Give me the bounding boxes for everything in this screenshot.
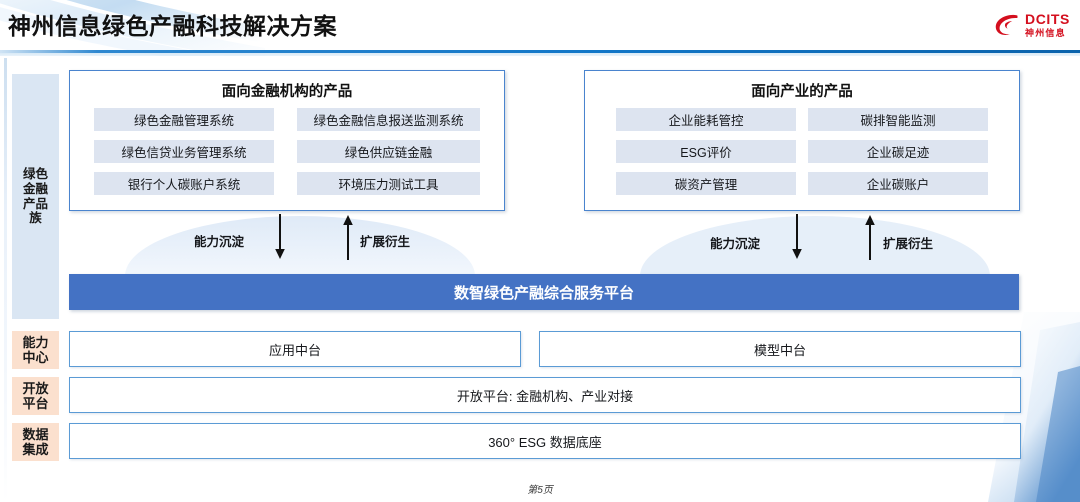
flow-arrow-up-right: [862, 214, 878, 265]
flow-arrow-up-left: [340, 214, 356, 265]
left-edge-accent: [4, 58, 7, 502]
flow-arc-left: [125, 214, 475, 276]
product-chip[interactable]: 碳资产管理: [616, 172, 796, 195]
product-chip[interactable]: ESG评价: [616, 140, 796, 163]
flow-arrow-down-left: [272, 214, 288, 265]
sidebar-item-label: 数据集成: [22, 426, 49, 457]
flow-label-up-left: 扩展衍生: [360, 235, 411, 249]
product-chip[interactable]: 企业碳账户: [808, 172, 988, 195]
product-group-industry: 面向产业的产品 企业能耗管控 碳排智能监测 ESG评价 企业碳足迹 碳资产管理 …: [584, 70, 1020, 211]
page-title: 神州信息绿色产融科技解决方案: [8, 13, 337, 39]
product-group-financial-institutions: 面向金融机构的产品 绿色金融管理系统 绿色金融信息报送监测系统 绿色信贷业务管理…: [69, 70, 505, 211]
product-chip[interactable]: 绿色金融信息报送监测系统: [297, 108, 480, 131]
product-group-title: 面向产业的产品: [751, 84, 853, 100]
product-chip[interactable]: 碳排智能监测: [808, 108, 988, 131]
product-chip[interactable]: 企业能耗管控: [616, 108, 796, 131]
sidebar-item-data-integration[interactable]: 数据集成: [12, 423, 59, 461]
platform-bar[interactable]: 数智绿色产融综合服务平台: [69, 274, 1019, 310]
flow-label-down-left: 能力沉淀: [194, 235, 245, 249]
sidebar-item-label: 开放平台: [22, 380, 49, 411]
capability-box-application-middle-platform[interactable]: 应用中台: [69, 331, 521, 367]
product-chip[interactable]: 环境压力测试工具: [297, 172, 480, 195]
flow-label-up-right: 扩展衍生: [883, 237, 934, 251]
data-foundation-box[interactable]: 360° ESG 数据底座: [69, 423, 1021, 459]
header-divider: [0, 50, 1080, 53]
dcits-swirl-logo-icon: [995, 14, 1018, 35]
open-platform-box[interactable]: 开放平台: 金融机构、产业对接: [69, 377, 1021, 413]
product-group-title: 面向金融机构的产品: [221, 84, 353, 100]
sidebar-item-open-platform[interactable]: 开放平台: [12, 377, 59, 415]
product-chip[interactable]: 绿色金融管理系统: [94, 108, 274, 131]
logo-text-cn: 神州信息: [1025, 28, 1066, 38]
product-chip[interactable]: 银行个人碳账户系统: [94, 172, 274, 195]
sidebar-item-green-finance-products[interactable]: 绿色金融产品族: [12, 74, 59, 319]
product-chip[interactable]: 绿色供应链金融: [297, 140, 480, 163]
product-chip[interactable]: 企业碳足迹: [808, 140, 988, 163]
page-number: 第5页: [527, 485, 553, 496]
logo-text-en: DCITS: [1025, 11, 1070, 27]
flow-label-down-right: 能力沉淀: [710, 237, 761, 251]
slide-header: 神州信息绿色产融科技解决方案 DCITS 神州信息: [0, 0, 1080, 56]
header-divider-glow: [0, 53, 1080, 56]
flow-arc-right: [640, 214, 990, 276]
brand-logo: DCITS 神州信息: [994, 9, 1070, 41]
product-chip[interactable]: 绿色信贷业务管理系统: [94, 140, 274, 163]
sidebar-item-label: 绿色金融产品族: [22, 167, 48, 226]
sidebar-item-capability-center[interactable]: 能力中心: [12, 331, 59, 369]
capability-box-model-middle-platform[interactable]: 模型中台: [539, 331, 1021, 367]
sidebar-item-label: 能力中心: [22, 334, 49, 365]
flow-arrow-down-right: [789, 214, 805, 265]
